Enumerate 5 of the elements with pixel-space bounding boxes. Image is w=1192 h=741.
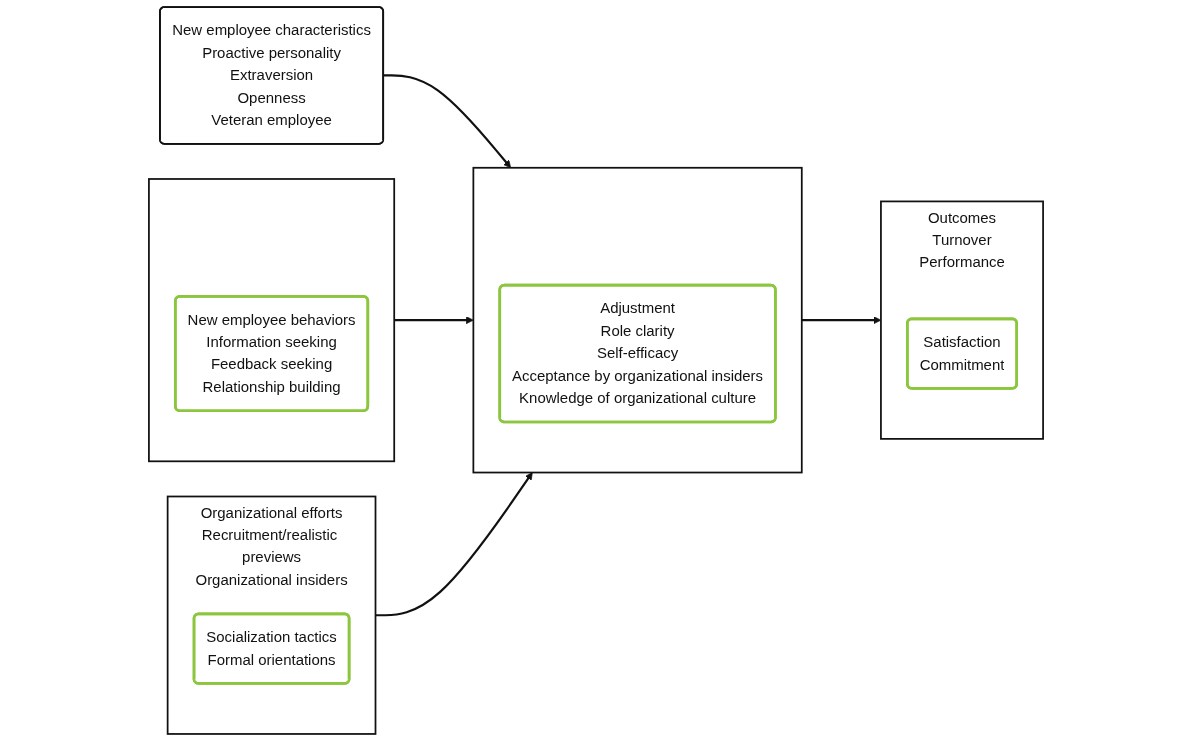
arrow xyxy=(394,316,474,324)
arrow xyxy=(375,472,533,617)
cluster xyxy=(472,166,803,474)
arrow xyxy=(383,74,512,169)
cluster xyxy=(148,178,396,463)
